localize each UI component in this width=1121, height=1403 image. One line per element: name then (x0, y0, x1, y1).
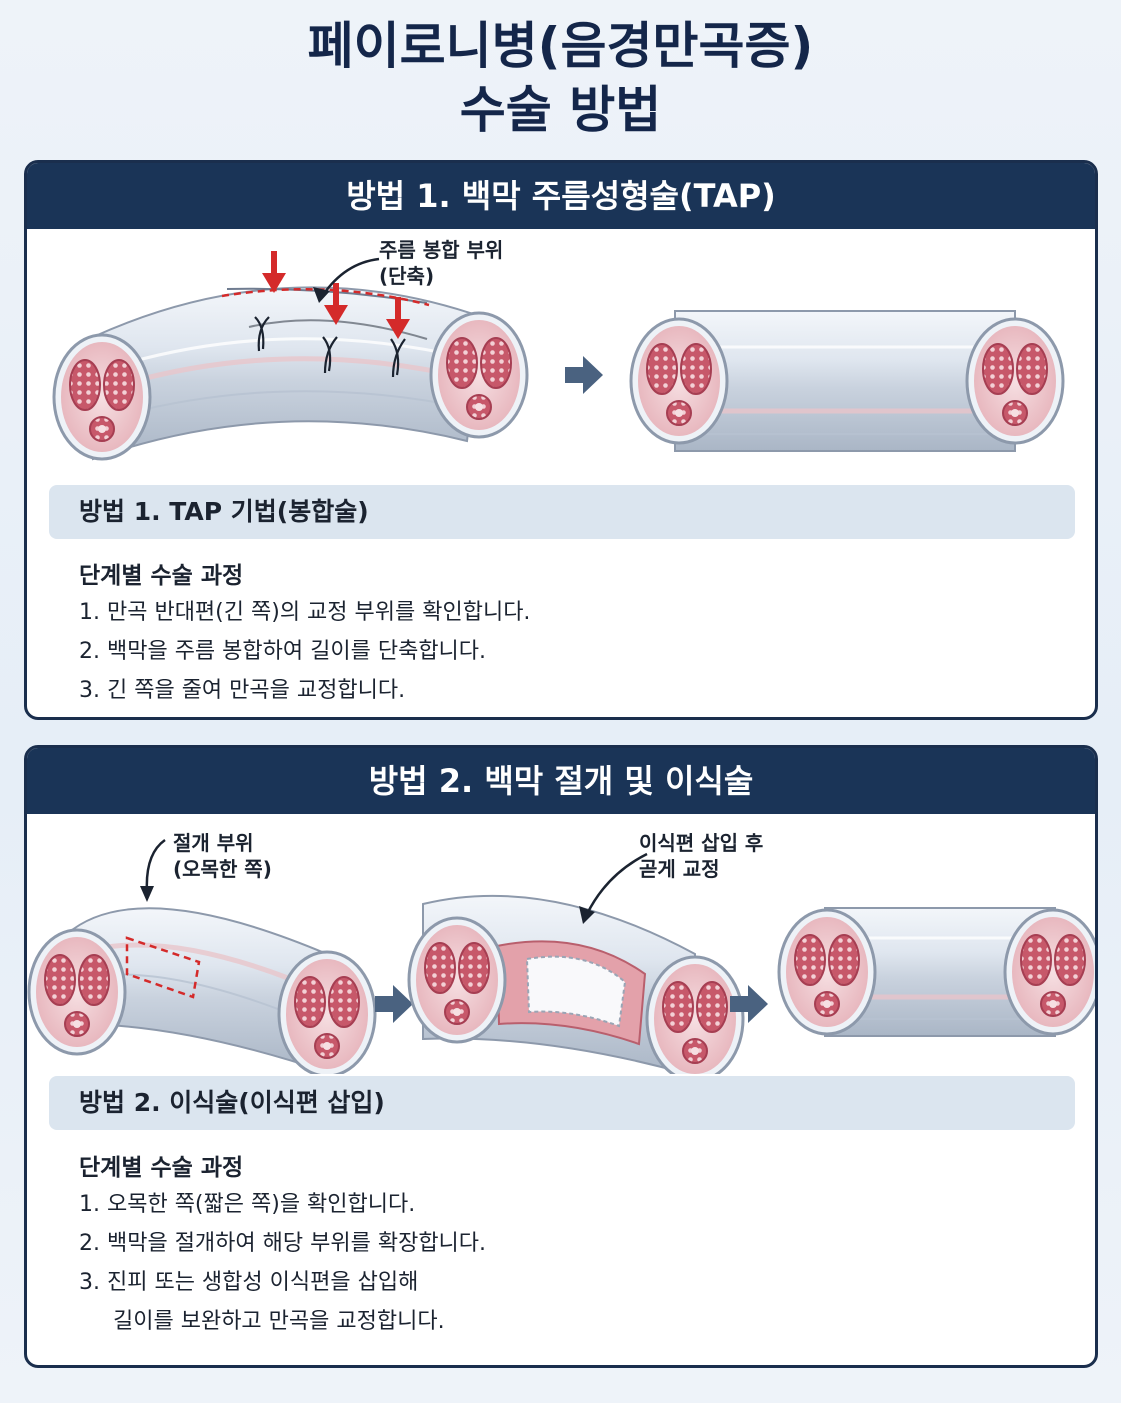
method2-subtitle: 방법 2. 이식술(이식편 삽입) (49, 1076, 1075, 1130)
cross-section-left (407, 916, 507, 1044)
cross-section-left (629, 317, 729, 445)
curved-pointer-arrow-icon (321, 257, 380, 296)
step3-continuation: 길이를 보완하고 만곡을 교정합니다. (113, 1309, 445, 1334)
method2-panel: 방법 2. 백막 절개 및 이식술 (24, 745, 1098, 1368)
cross-section-right (1003, 908, 1095, 1036)
method1-illustration (52, 251, 1065, 461)
method1-header: 방법 1. 백막 주름성형술(TAP) (27, 163, 1095, 229)
curved-pointer-arrow-icon (145, 838, 166, 893)
suture-marks (254, 316, 406, 378)
list-item: 3. 긴 쪽을 줄여 만곡을 교정합니다. (79, 678, 406, 703)
cross-section-left (27, 928, 127, 1056)
method2-header: 방법 2. 백막 절개 및 이식술 (27, 748, 1095, 814)
graft-label-line-2: 곧게 교정 (639, 857, 720, 881)
cross-section-left (777, 908, 877, 1036)
list-item: 2. 백막을 주름 봉합하여 길이를 단축합니다. (79, 639, 487, 664)
incision-site-label: 절개 부위 (오목한 쪽) (173, 830, 272, 882)
plication-site-label: 주름 봉합 부위 (단축) (379, 237, 503, 289)
graft-patch (525, 955, 627, 1028)
cross-section-right (277, 950, 377, 1074)
right-arrow-icon (375, 985, 413, 1023)
cross-section-right (965, 317, 1065, 445)
method1-steps-title: 단계별 수술 과정 (79, 563, 244, 589)
curved-pointer-arrow-icon (585, 852, 648, 915)
list-item: 1. 오목한 쪽(짧은 쪽)을 확인합니다. (79, 1192, 416, 1217)
list-item: 2. 백막을 절개하여 해당 부위를 확장합니다. (79, 1231, 487, 1256)
plication-label-line-2: (단축) (379, 264, 435, 288)
cross-section-right (429, 311, 529, 439)
incision-label-line-1: 절개 부위 (173, 831, 254, 855)
cross-section-right (645, 955, 745, 1074)
list-item: 1. 만곡 반대편(긴 쪽)의 교정 부위를 확인합니다. (79, 600, 531, 625)
method2-illustration (27, 838, 1095, 1074)
cross-section-left (52, 333, 152, 461)
step3-text: 3. 진피 또는 생합성 이식편을 삽입해 (79, 1270, 419, 1295)
graft-label-line-1: 이식편 삽입 후 (639, 831, 764, 855)
main-title: 페이로니병(음경만곡증) 수술 방법 (0, 14, 1121, 142)
right-arrow-icon (565, 356, 603, 394)
incision-dashed-outline (125, 936, 201, 999)
graft-label: 이식편 삽입 후 곧게 교정 (639, 830, 763, 882)
list-item: 3. 진피 또는 생합성 이식편을 삽입해 길이를 보완하고 만곡을 교정합니다… (79, 1263, 486, 1341)
method2-steps-list: 1. 오목한 쪽(짧은 쪽)을 확인합니다. 2. 백막을 절개하여 해당 부위… (79, 1185, 486, 1341)
method2-steps-title: 단계별 수술 과정 (79, 1155, 244, 1181)
curved-shaft-before (92, 286, 484, 461)
title-line-2: 수술 방법 (459, 81, 662, 139)
plication-dashed-line (221, 288, 430, 307)
method1-subtitle: 방법 1. TAP 기법(봉합술) (49, 485, 1075, 539)
method1-panel: 방법 1. 백막 주름성형술(TAP) (24, 160, 1098, 720)
incision-label-line-2: (오목한 쪽) (173, 857, 272, 881)
method1-steps-list: 1. 만곡 반대편(긴 쪽)의 교정 부위를 확인합니다. 2. 백막을 주름 … (79, 593, 530, 710)
red-down-arrow-icon (262, 251, 286, 293)
plication-label-line-1: 주름 봉합 부위 (379, 238, 504, 262)
title-line-1: 페이로니병(음경만곡증) (307, 17, 814, 75)
